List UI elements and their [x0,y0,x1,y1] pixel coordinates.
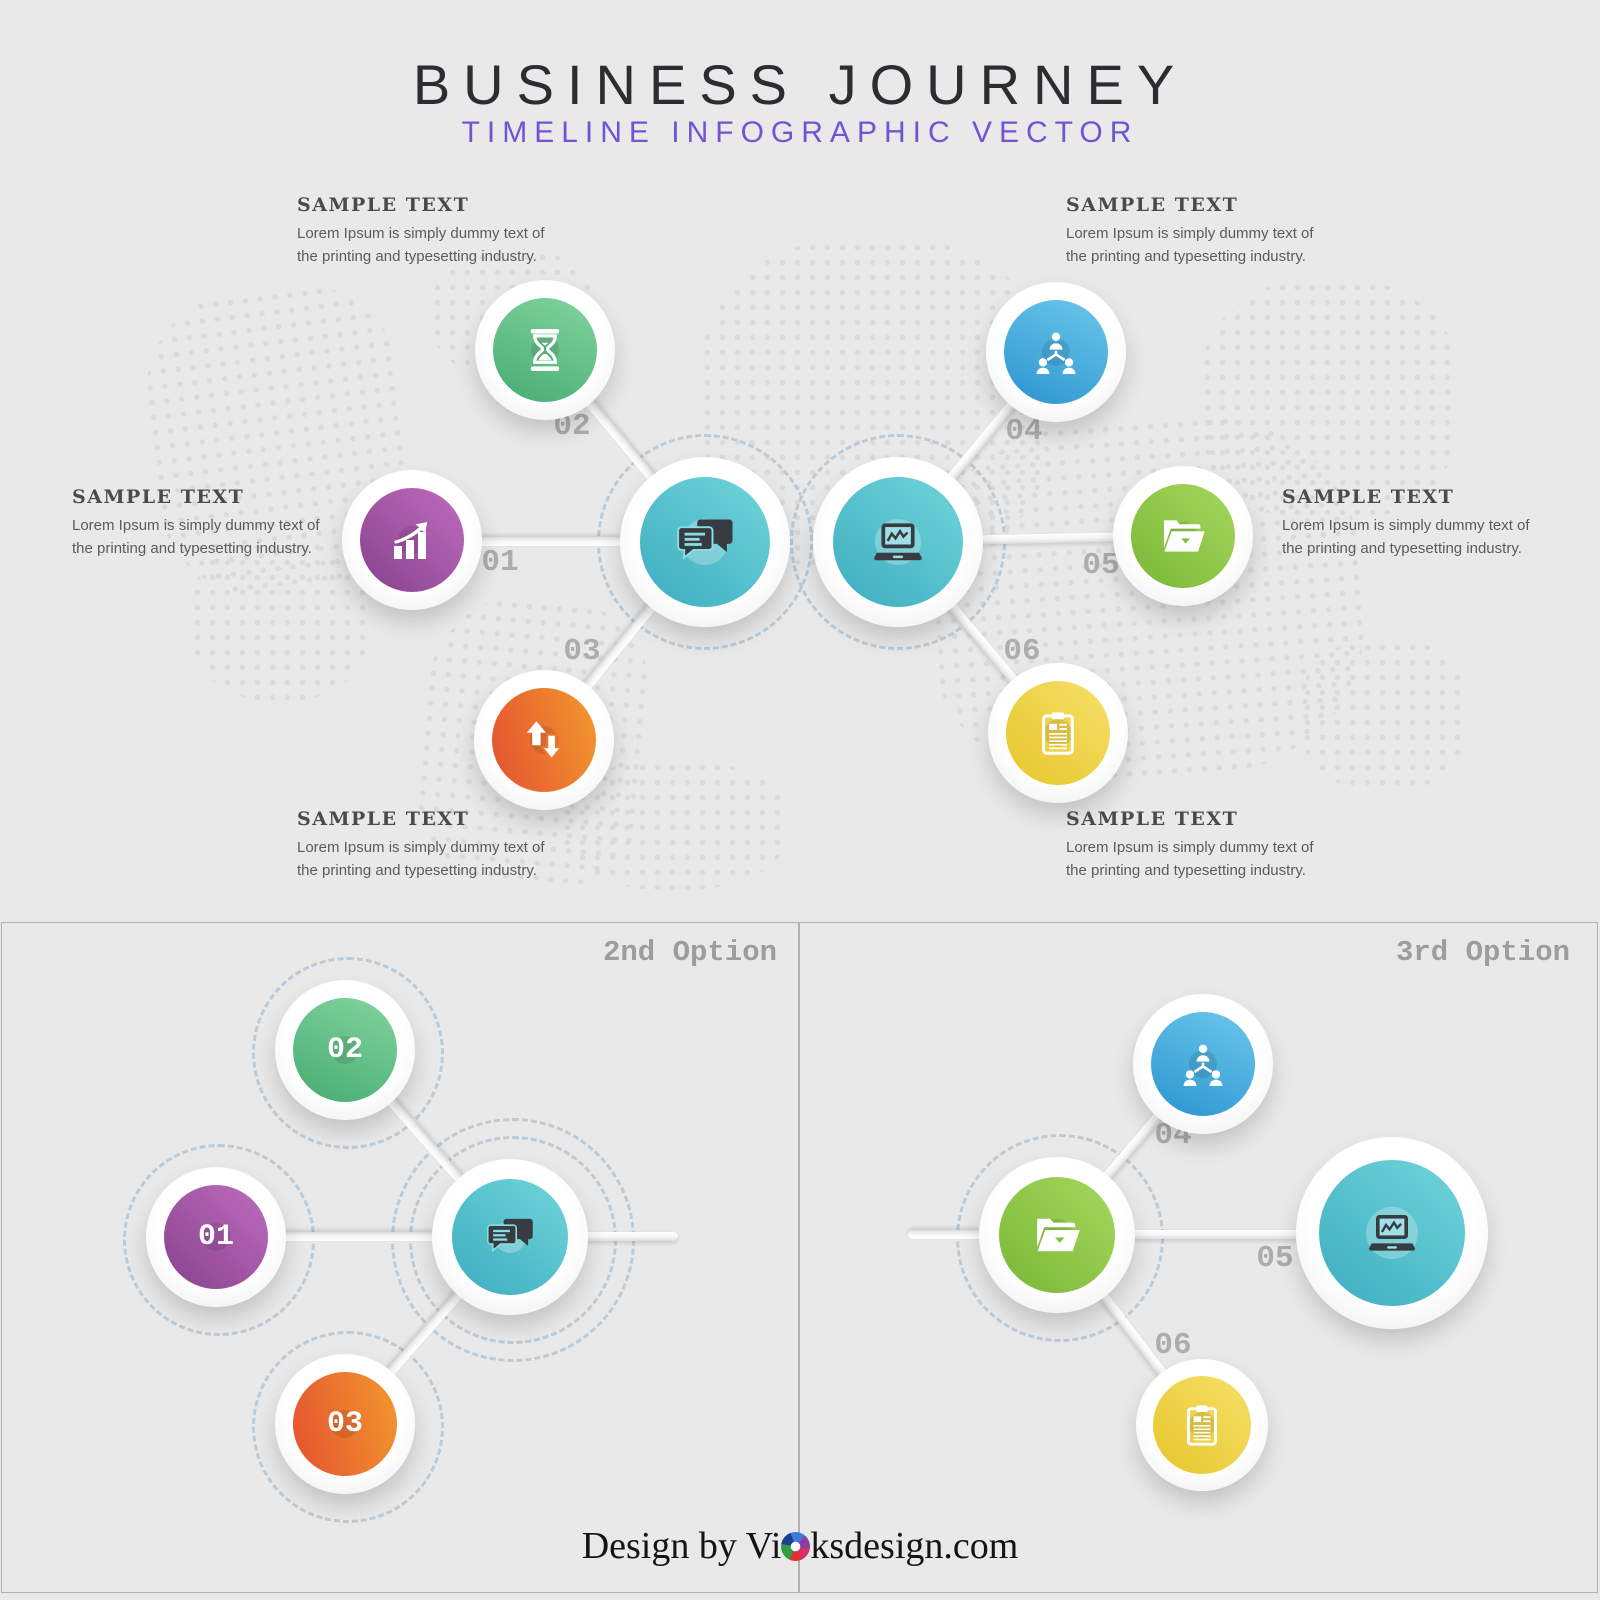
sample-heading: SAMPLE TEXT [297,194,470,216]
option2-label: 2nd Option [602,936,777,969]
open-folder-icon [1037,1218,1080,1252]
sample-block-middle-right: SAMPLE TEXT Lorem Ipsum is simply dummy … [1282,486,1544,560]
inner-circle [202,1223,230,1251]
growth-chart-icon [394,522,428,559]
step-number-06: 06 [1003,634,1041,669]
step-number-04: 04 [1005,414,1043,449]
option2-panel [1,922,799,1593]
o3-hub-folder-node [979,1157,1135,1313]
map-dots-blob [1300,640,1470,790]
page-title: BUSINESS JOURNEY [412,53,1188,116]
team-structure-icon [1036,332,1076,374]
step-06-node [988,663,1128,803]
step-03-node [474,670,614,810]
sample-body: Lorem Ipsum is simply dummy text of the … [297,225,545,265]
shutter-logo-icon [781,1532,811,1561]
step-02-node [475,280,615,420]
sample-heading: SAMPLE TEXT [1282,486,1455,508]
circle-number: 02 [326,1033,363,1067]
sample-block-top-left: SAMPLE TEXT Lorem Ipsum is simply dummy … [297,194,559,268]
sample-body: Lorem Ipsum is simply dummy text of the … [1282,517,1530,557]
sample-block-bottom-left: SAMPLE TEXT Lorem Ipsum is simply dummy … [297,808,559,882]
sample-body: Lorem Ipsum is simply dummy text of the … [1066,225,1314,265]
sample-block-bottom-right: SAMPLE TEXT Lorem Ipsum is simply dummy … [1066,808,1328,882]
o2-node-01: 01 [146,1167,286,1307]
circle-number: 03 [326,1407,363,1441]
step-number-01: 01 [481,545,519,580]
laptop-analytics-icon [1368,1215,1416,1251]
step-number-05: 05 [1082,548,1120,583]
o3-node-06 [1136,1359,1268,1491]
up-down-arrows-icon [526,721,564,761]
footer-credit: Design by Vi ksdesign.com [0,1524,1600,1568]
option3-panel [799,922,1598,1593]
hub-chat-node [620,457,790,627]
chat-bubbles-icon [677,519,733,560]
connector-o2hub-stub [510,1232,678,1241]
map-dots-blob [190,540,370,700]
sample-block-middle-left: SAMPLE TEXT Lorem Ipsum is simply dummy … [72,486,334,560]
o2-n02-dashed-ring [252,957,444,1149]
open-folder-icon [1164,520,1205,552]
team-structure-icon [1183,1044,1223,1086]
hourglass-icon [530,329,560,371]
step-number-03: 03 [563,634,601,669]
o3-number-05: 05 [1256,1241,1294,1276]
sample-body: Lorem Ipsum is simply dummy text of the … [1066,839,1314,879]
o2-node-02: 02 [275,980,415,1120]
sample-body: Lorem Ipsum is simply dummy text of the … [72,517,320,557]
sample-body: Lorem Ipsum is simply dummy text of the … [297,839,545,879]
circle-number: 01 [197,1220,234,1254]
brand-prefix: Vi [745,1525,782,1567]
option3-label: 3rd Option [1395,936,1570,969]
o3-node-04 [1133,994,1273,1134]
sample-heading: SAMPLE TEXT [1066,808,1239,830]
sample-block-top-right: SAMPLE TEXT Lorem Ipsum is simply dummy … [1066,194,1328,268]
connector-o3hub-n05 [1057,1230,1392,1239]
o2-n03-dashed-ring [252,1331,444,1523]
brand-suffix: ksdesign.com [810,1525,1019,1567]
page-subtitle: TIMELINE INFOGRAPHIC VECTOR [461,116,1139,149]
sample-heading: SAMPLE TEXT [297,808,470,830]
chat-bubbles-icon [486,1218,533,1252]
step-04-node [986,282,1126,422]
hub-laptop-node [813,457,983,627]
footer-text: Design by [581,1525,746,1567]
o3-number-06: 06 [1154,1328,1192,1363]
step-01-node [342,470,482,610]
sample-heading: SAMPLE TEXT [1066,194,1239,216]
inner-circle [331,1410,359,1438]
o3-node-05-laptop [1296,1137,1488,1329]
o2-node-03: 03 [275,1354,415,1494]
map-dots-blob [1200,280,1460,520]
clipboard-icon [1186,1405,1218,1446]
sample-heading: SAMPLE TEXT [72,486,245,508]
step-05-node [1113,466,1253,606]
clipboard-icon [1042,712,1074,755]
o2-hub-chat-node [432,1159,588,1315]
inner-circle [331,1036,359,1064]
laptop-analytics-icon [874,523,922,561]
